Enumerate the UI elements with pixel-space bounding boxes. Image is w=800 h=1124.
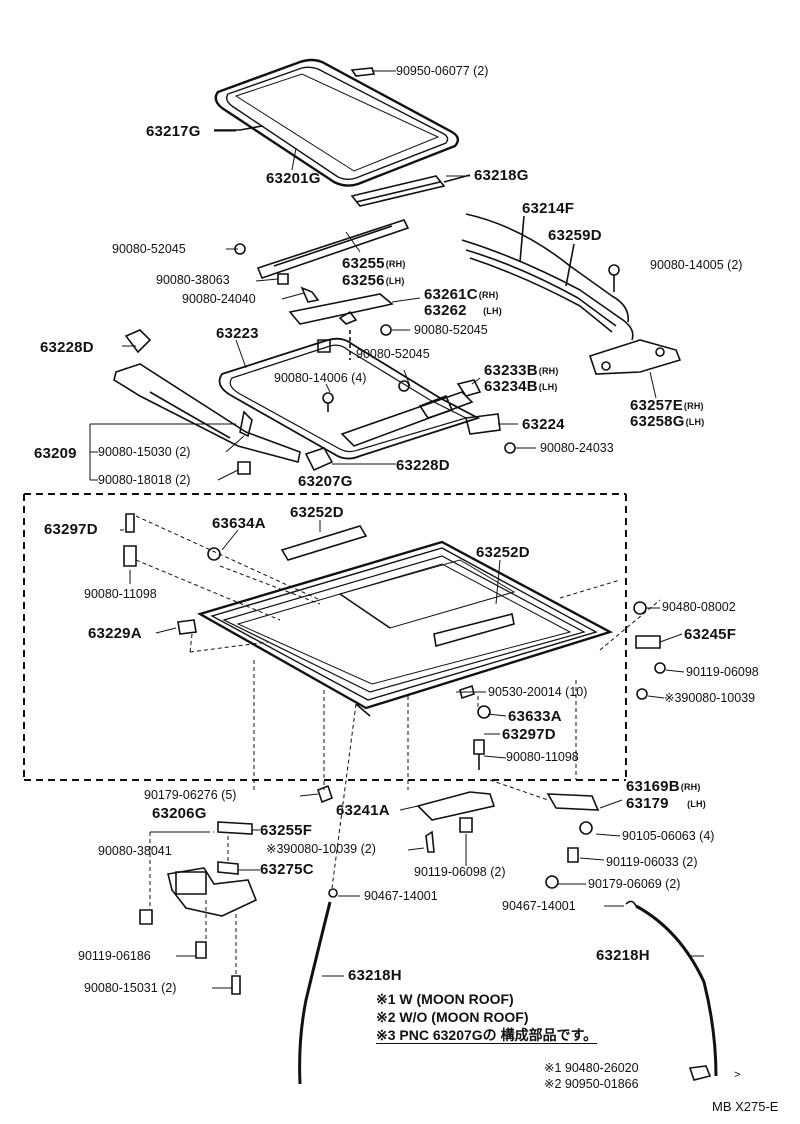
label-63241A: 63241A — [336, 802, 390, 819]
label-63218G: 63218G — [474, 167, 529, 184]
label-90467-14001-left: 90467-14001 — [364, 889, 438, 903]
label-90080-15030: 90080-15030 (2) — [98, 445, 191, 459]
footnote-arrow: > — [734, 1069, 741, 1081]
label-63179: 63179 (LH) — [626, 795, 706, 812]
label-63252D-top: 63252D — [290, 504, 344, 521]
roof-frame — [220, 339, 478, 459]
bolt-left — [124, 514, 136, 566]
label-63218H-left: 63218H — [348, 967, 402, 984]
lower-dashed — [150, 704, 548, 976]
label-63169B: 63169B(RH) — [626, 778, 701, 795]
label-63217G: 63217G — [146, 123, 201, 140]
label-63201G: 63201G — [266, 170, 321, 187]
label-90119-06098-left: 90119-06098 (2) — [414, 865, 506, 879]
label-63261C: 63261C(RH) — [424, 286, 499, 303]
label-90080-11098-left: 90080-11098 — [84, 587, 157, 601]
label-63297D-right: 63297D — [502, 726, 556, 743]
label-90119-06033: 90119-06033 (2) — [606, 855, 698, 869]
label-90105-06063: 90105-06063 (4) — [622, 829, 715, 843]
label-90080-14005: 90080-14005 (2) — [650, 258, 743, 272]
label-90467-14001-right: 90467-14001 — [502, 899, 576, 913]
glass-panel — [214, 60, 458, 186]
catalog-code: MB X275-E — [712, 1099, 779, 1114]
sunroof-housing — [178, 526, 665, 770]
footnote-2: ※2 90950-01866 — [544, 1077, 639, 1091]
label-90080-18018: 90080-18018 (2) — [98, 473, 191, 487]
upper-hardware — [235, 220, 408, 360]
label-63245F: 63245F — [684, 626, 737, 643]
footnote-1: ※1 90480-26020 — [544, 1061, 639, 1075]
label-63207G: 63207G — [298, 473, 353, 490]
label-63255: 63255(RH) — [342, 255, 406, 272]
label-63234B: 63234B(LH) — [484, 378, 558, 395]
label-90080-52045-top: 90080-52045 — [112, 242, 186, 256]
label-90080-52045-low: 90080-52045 — [356, 347, 430, 361]
label-90080-15031: 90080-15031 (2) — [84, 981, 177, 995]
label-63209: 63209 — [34, 445, 77, 462]
label-63275C: 63275C — [260, 861, 314, 878]
label-63634A: 63634A — [212, 515, 266, 532]
label-63233B: 63233B(RH) — [484, 362, 559, 379]
label-63259D: 63259D — [548, 227, 602, 244]
label-90080-24040: 90080-24040 — [182, 292, 256, 306]
side-bracket — [114, 330, 332, 474]
label-63218H-right: 63218H — [596, 947, 650, 964]
label-90080-11098-right: 90080-11098 — [506, 750, 579, 764]
label-63297D-left: 63297D — [44, 521, 98, 538]
label-63262: 63262 (LH) — [424, 302, 502, 319]
note-without-moonroof: ※2 W/O (MOON ROOF) — [376, 1009, 529, 1025]
dashed-leaders — [136, 516, 660, 790]
link-arm — [342, 380, 515, 453]
rail-assembly — [462, 214, 680, 374]
drain-hoses — [300, 902, 716, 1084]
label-63214F: 63214F — [522, 200, 575, 217]
label-63228D-right: 63228D — [396, 457, 450, 474]
grommet — [690, 1066, 710, 1080]
label-90080-38063: 90080-38063 — [156, 273, 230, 287]
label-63206G: 63206G — [152, 805, 207, 822]
label-90080-38041: 90080-38041 — [98, 844, 172, 858]
label-63223: 63223 — [216, 325, 259, 342]
label-63633A: 63633A — [508, 708, 562, 725]
label-90080-10039-right: ※390080-10039 — [664, 691, 756, 705]
label-leaders — [90, 71, 704, 988]
clip-part — [352, 68, 374, 76]
label-90179-06069: 90179-06069 (2) — [588, 877, 681, 891]
note-with-moonroof: ※1 W (MOON ROOF) — [376, 991, 514, 1007]
label-63257E: 63257E(RH) — [630, 397, 704, 414]
label-63258G: 63258G(LH) — [630, 413, 705, 430]
label-63224: 63224 — [522, 416, 565, 433]
note-pnc-component: ※3 PNC 63207Gの 構成部品です。 — [376, 1027, 598, 1044]
label-63252D-right: 63252D — [476, 544, 530, 561]
label-90119-06098-right: 90119-06098 — [686, 665, 759, 679]
housing-outline — [24, 494, 626, 780]
label-90119-06186: 90119-06186 — [78, 949, 151, 963]
lower-hardware — [140, 786, 636, 994]
label-63229A: 63229A — [88, 625, 142, 642]
label-63228D-left: 63228D — [40, 339, 94, 356]
label-90530-20014: 90530-20014 (10) — [488, 685, 588, 699]
label-90080-10039-left: ※390080-10039 (2) — [266, 842, 376, 856]
label-90080-14006: 90080-14006 (4) — [274, 371, 367, 385]
label-90080-52045-mid: 90080-52045 — [414, 323, 488, 337]
label-63256: 63256(LH) — [342, 272, 405, 289]
label-90950-06077: 90950-06077 (2) — [396, 64, 489, 78]
label-90179-06276: 90179-06276 (5) — [144, 788, 237, 802]
label-90480-08002: 90480-08002 — [662, 600, 736, 614]
label-63255F: 63255F — [260, 822, 313, 839]
label-90080-24033: 90080-24033 — [540, 441, 614, 455]
